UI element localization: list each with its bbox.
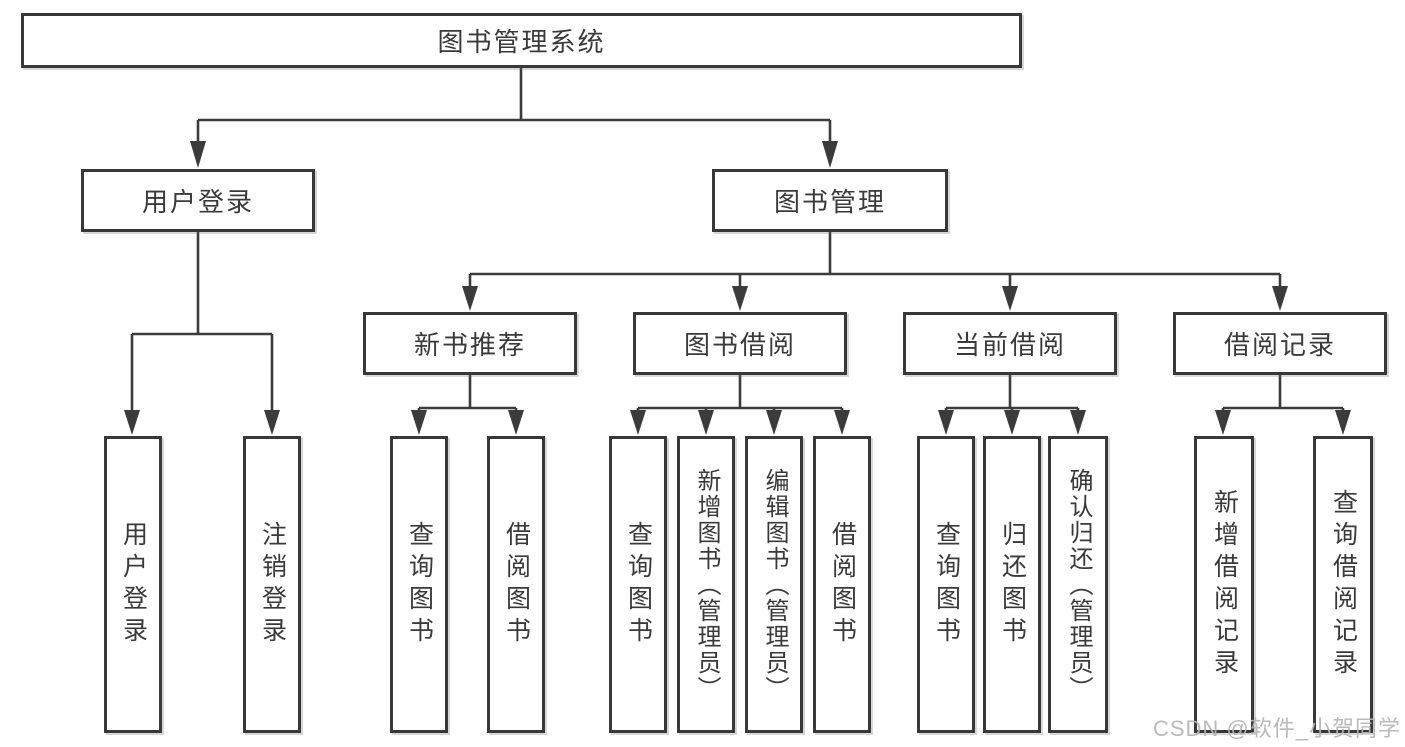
leaf-logout-label: 注销登录 bbox=[258, 520, 287, 649]
node-root-system: 图书管理系统 bbox=[21, 13, 1022, 68]
leaf-borrow-borrow-books-label: 借阅图书 bbox=[828, 520, 857, 649]
leaf-current-return-books: 归还图书 bbox=[983, 436, 1041, 733]
leaf-records-query-record: 查询借阅记录 bbox=[1313, 436, 1373, 733]
node-book-management-label: 图书管理 bbox=[773, 187, 886, 217]
leaf-borrow-borrow-books: 借阅图书 bbox=[813, 436, 871, 733]
leaf-user-login: 用户登录 bbox=[104, 436, 162, 733]
leaf-borrow-edit-books-admin: 编辑图书（管理员） bbox=[745, 436, 803, 733]
leaf-records-query-record-label: 查询借阅记录 bbox=[1329, 488, 1358, 681]
leaf-records-add-record-label: 新增借阅记录 bbox=[1210, 488, 1239, 681]
node-user-login: 用户登录 bbox=[81, 169, 315, 232]
leaf-user-login-label: 用户登录 bbox=[119, 520, 148, 649]
leaf-borrow-add-books-admin: 新增图书（管理员） bbox=[677, 436, 735, 733]
leaf-records-add-record: 新增借阅记录 bbox=[1194, 436, 1254, 733]
leaf-current-confirm-return-admin-label: 确认归还（管理员） bbox=[1065, 467, 1092, 702]
node-book-borrowing-label: 图书借阅 bbox=[683, 330, 796, 360]
node-root-system-label: 图书管理系统 bbox=[437, 27, 606, 57]
node-new-book-recommend: 新书推荐 bbox=[363, 312, 577, 375]
node-borrowing-records: 借阅记录 bbox=[1173, 312, 1387, 375]
node-book-management: 图书管理 bbox=[712, 169, 948, 232]
leaf-borrow-add-books-admin-label: 新增图书（管理员） bbox=[693, 467, 720, 702]
leaf-borrow-query-books: 查询图书 bbox=[609, 436, 667, 733]
leaf-current-query-books-label: 查询图书 bbox=[932, 520, 961, 649]
leaf-newrec-query-books-label: 查询图书 bbox=[405, 520, 434, 649]
leaf-borrow-query-books-label: 查询图书 bbox=[624, 520, 653, 649]
leaf-logout: 注销登录 bbox=[243, 436, 301, 733]
leaf-current-return-books-label: 归还图书 bbox=[998, 520, 1027, 649]
leaf-newrec-borrow-books-label: 借阅图书 bbox=[502, 520, 531, 649]
node-new-book-recommend-label: 新书推荐 bbox=[413, 330, 526, 360]
leaf-newrec-borrow-books: 借阅图书 bbox=[487, 436, 545, 733]
node-current-borrowing: 当前借阅 bbox=[903, 312, 1117, 375]
node-book-borrowing: 图书借阅 bbox=[633, 312, 847, 375]
leaf-current-confirm-return-admin: 确认归还（管理员） bbox=[1048, 436, 1108, 733]
leaf-newrec-query-books: 查询图书 bbox=[390, 436, 448, 733]
node-user-login-label: 用户登录 bbox=[141, 187, 254, 217]
leaf-current-query-books: 查询图书 bbox=[917, 436, 975, 733]
csdn-watermark: CSDN @软件_小贺同学 bbox=[1152, 716, 1401, 741]
leaf-borrow-edit-books-admin-label: 编辑图书（管理员） bbox=[761, 467, 788, 702]
node-borrowing-records-label: 借阅记录 bbox=[1223, 330, 1336, 360]
node-current-borrowing-label: 当前借阅 bbox=[953, 330, 1066, 360]
